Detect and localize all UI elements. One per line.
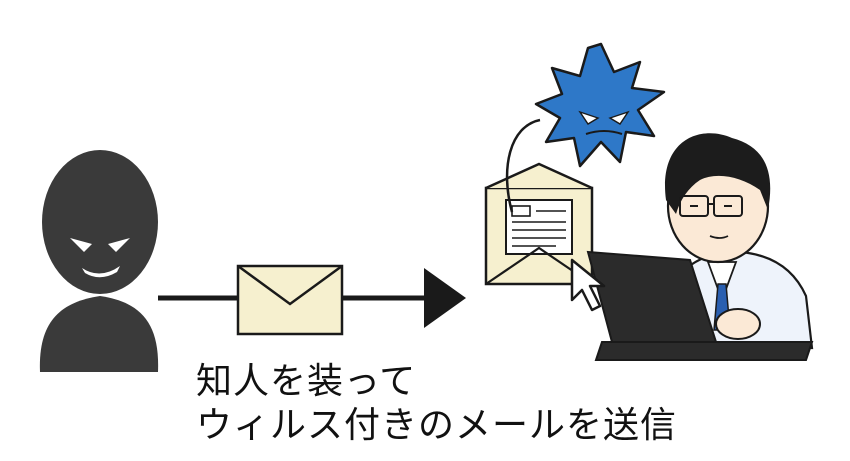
caption-line-2: ウィルス付きのメールを送信	[196, 405, 678, 446]
attacker-icon	[39, 150, 159, 372]
caption-line-1: 知人を装って	[196, 361, 417, 402]
laptop-icon	[586, 250, 814, 361]
virus-link-line	[505, 118, 541, 213]
virus-icon	[534, 42, 666, 168]
envelope-icon	[236, 264, 344, 336]
cursor-icon	[570, 258, 606, 312]
diagram-caption: 知人を装って ウィルス付きのメールを送信	[196, 360, 677, 448]
